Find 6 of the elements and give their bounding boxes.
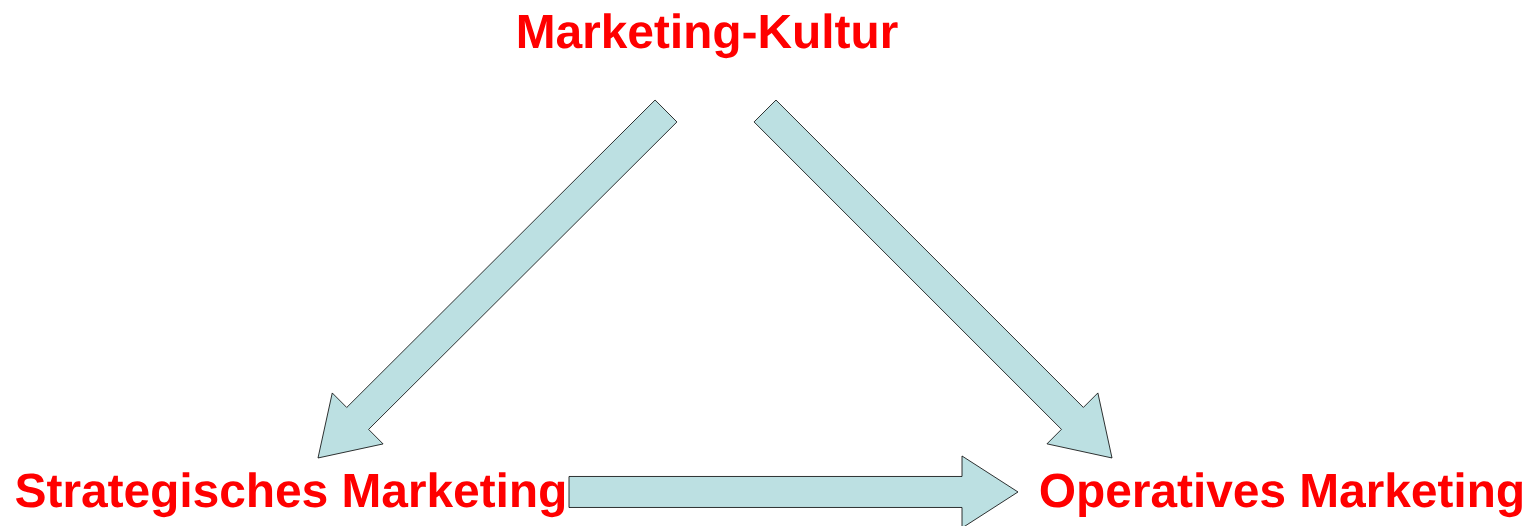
label-text: Strategisches Marketing — [16, 472, 565, 518]
label-text: Operatives Marketing — [1040, 472, 1522, 518]
block-arrow — [568, 455, 1019, 526]
block-arrow — [753, 99, 1113, 459]
label-text: Marketing-Kultur — [518, 13, 898, 59]
block-arrow — [317, 99, 678, 459]
